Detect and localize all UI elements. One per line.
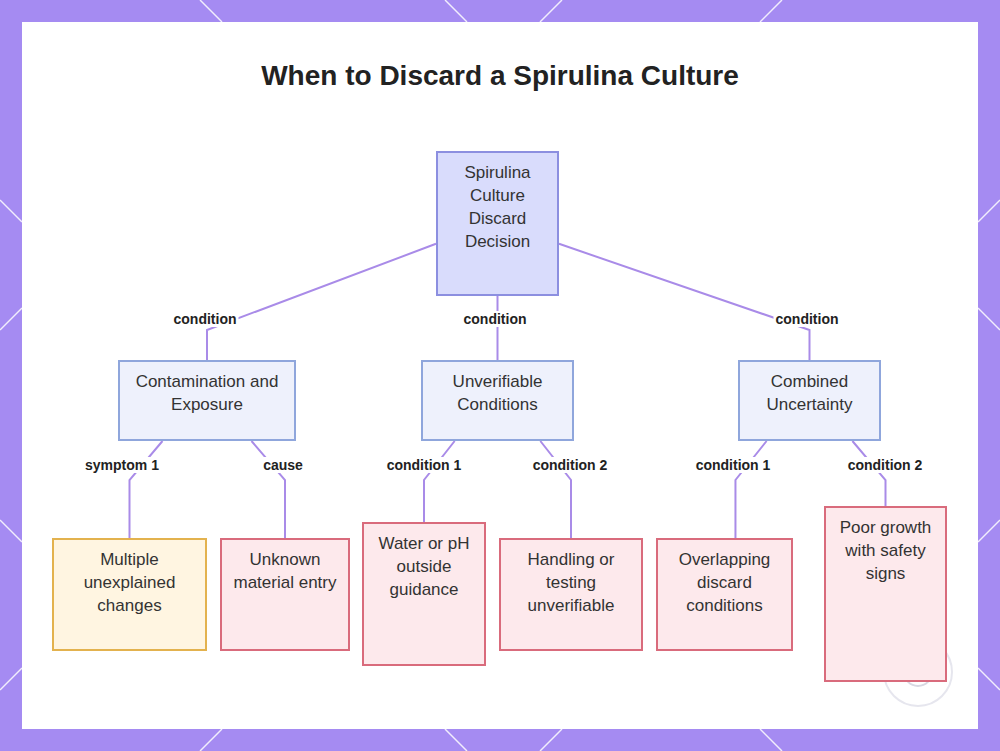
node-text: Multiple unexplained changes [60,548,199,617]
diagram-title: When to Discard a Spirulina Culture [0,60,1000,92]
node-text: Combined Uncertainty [746,370,873,416]
node-text: Spirulina Culture Discard Decision [444,161,551,253]
connector-line [424,441,455,522]
node-text: Contamination and Exposure [126,370,288,416]
connector-line [252,441,286,538]
process-box: Water or pH outside guidance [362,522,486,666]
connector-line [130,441,163,538]
edge-label: symptom 1 [83,457,161,473]
connector-line [540,441,571,538]
connector-line [207,244,436,360]
process-box: Handling or testing unverifiable [499,538,643,651]
edge-label: condition 2 [531,457,610,473]
edge-label: condition 2 [846,457,925,473]
edge-label: condition [462,311,529,327]
node-text: Unknown material entry [228,548,342,594]
process-box: Contamination and Exposure [118,360,296,441]
node-text: Overlapping discard conditions [664,548,785,617]
connector-line [559,244,810,360]
edge-label: condition [172,311,239,327]
node-text: Poor growth with safety signs [832,516,939,585]
edge-label: condition 1 [385,457,464,473]
node-text: Water or pH outside guidance [370,532,478,601]
process-box: Spirulina Culture Discard Decision [436,151,559,296]
node-text: Unverifiable Conditions [429,370,566,416]
process-box: Multiple unexplained changes [52,538,207,651]
connector-line [735,441,766,538]
process-box: Unknown material entry [220,538,350,651]
edge-label: cause [261,457,305,473]
node-text: Handling or testing unverifiable [507,548,635,617]
process-box: Unverifiable Conditions [421,360,574,441]
connector-line [852,441,885,506]
process-box: Poor growth with safety signs [824,506,947,682]
edge-label: condition 1 [694,457,773,473]
edge-label: condition [774,311,841,327]
connector-line [497,296,498,360]
process-box: Overlapping discard conditions [656,538,793,651]
process-box: Combined Uncertainty [738,360,881,441]
